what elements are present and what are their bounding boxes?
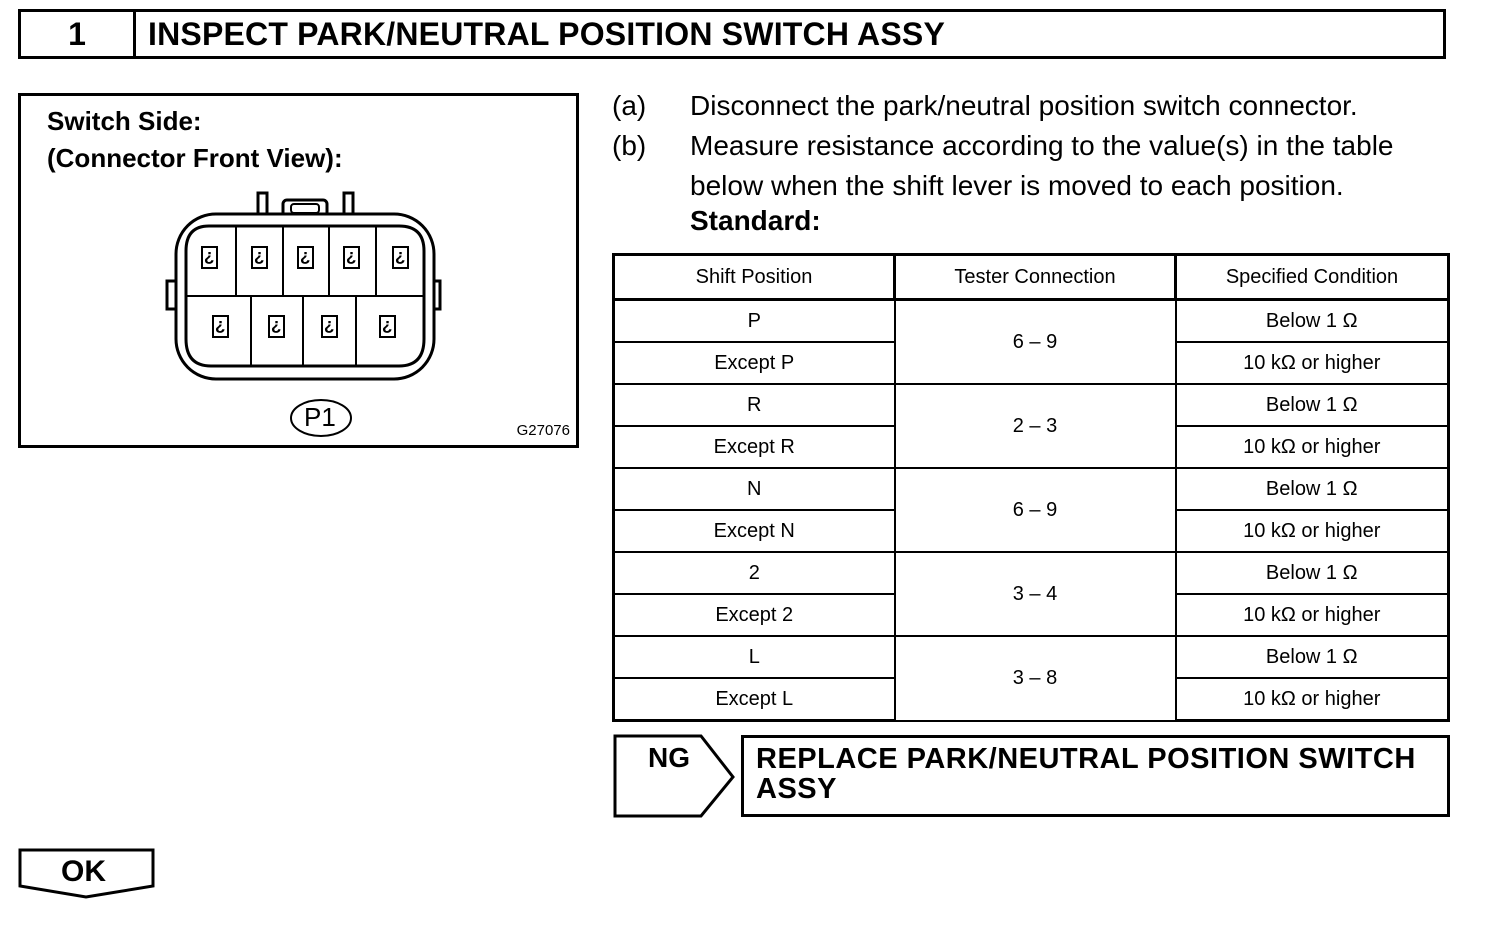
specified-condition: Below 1 Ω: [1174, 298, 1450, 343]
tester-connection: 3 – 4: [893, 551, 1177, 637]
pin-glyph: ¿: [300, 246, 311, 265]
instruction-label: (b): [612, 130, 647, 161]
pin-glyph: ¿: [254, 246, 265, 265]
table-row: Except P 10 kΩ or higher: [612, 341, 1450, 385]
illustration-label-front-view: (Connector Front View):: [47, 143, 343, 173]
pin-glyph: ¿: [204, 246, 215, 265]
table-row: P 6 – 9 Below 1 Ω: [612, 298, 1450, 385]
tester-connection: 6 – 9: [893, 298, 1177, 385]
table-header-row: Shift Position Tester Connection Specifi…: [612, 253, 1450, 301]
shift-position: Except P: [612, 341, 896, 385]
shift-position: Except 2: [612, 593, 896, 637]
illustration-label-switch-side: Switch Side:: [47, 106, 202, 136]
pin-glyph: ¿: [324, 315, 335, 334]
shift-position: R: [612, 383, 896, 427]
ok-arrow-icon: [18, 848, 155, 899]
table-row: Except 2 10 kΩ or higher: [612, 593, 1450, 637]
shift-position: N: [612, 467, 896, 511]
standard-label: Standard:: [690, 205, 821, 236]
shift-position: P: [612, 298, 896, 343]
tester-connection: 6 – 9: [893, 467, 1177, 553]
instruction-text: below when the shift lever is moved to e…: [690, 170, 1344, 201]
step-number: 1: [21, 12, 136, 56]
header-shift-position: Shift Position: [612, 253, 896, 301]
shift-position: Except R: [612, 425, 896, 469]
shift-position: L: [612, 635, 896, 679]
header-specified-condition: Specified Condition: [1174, 253, 1450, 301]
ng-action-box: REPLACE PARK/NEUTRAL POSITION SWITCH ASS…: [741, 735, 1450, 817]
spec-table: Shift Position Tester Connection Specifi…: [612, 253, 1450, 722]
specified-condition: Below 1 Ω: [1174, 551, 1450, 595]
figure-code: G27076: [516, 422, 570, 439]
connector-drawing: [165, 191, 442, 437]
table-row: N 6 – 9 Below 1 Ω: [612, 467, 1450, 553]
tester-connection: 3 – 8: [893, 635, 1177, 722]
table-row: Except L 10 kΩ or higher: [612, 677, 1450, 722]
shift-position: Except N: [612, 509, 896, 553]
instruction-label: (a): [612, 90, 647, 121]
step-title: INSPECT PARK/NEUTRAL POSITION SWITCH ASS…: [148, 15, 945, 52]
ng-action-line: ASSY: [756, 773, 837, 805]
table-row: 2 3 – 4 Below 1 Ω: [612, 551, 1450, 637]
ng-label: NG: [648, 742, 690, 773]
header-tester-connection: Tester Connection: [893, 253, 1177, 301]
table-row: L 3 – 8 Below 1 Ω: [612, 635, 1450, 722]
connector-illustration: Switch Side: (Connector Front View):: [18, 93, 579, 448]
table-row: R 2 – 3 Below 1 Ω: [612, 383, 1450, 469]
ok-label: OK: [61, 855, 106, 888]
specified-condition: 10 kΩ or higher: [1174, 509, 1450, 553]
pin-glyph: ¿: [395, 246, 406, 265]
instruction-text: Disconnect the park/neutral position swi…: [690, 90, 1358, 121]
instruction-text: Measure resistance according to the valu…: [690, 130, 1394, 161]
ng-action-line: REPLACE PARK/NEUTRAL POSITION SWITCH: [756, 743, 1416, 775]
connector-id: P1: [304, 402, 336, 432]
specified-condition: Below 1 Ω: [1174, 383, 1450, 427]
pin-glyph: ¿: [382, 315, 393, 334]
ng-arrow-icon: [613, 734, 735, 818]
specified-condition: Below 1 Ω: [1174, 467, 1450, 511]
specified-condition: 10 kΩ or higher: [1174, 593, 1450, 637]
shift-position: 2: [612, 551, 896, 595]
table-row: Except R 10 kΩ or higher: [612, 425, 1450, 469]
step-header: 1 INSPECT PARK/NEUTRAL POSITION SWITCH A…: [18, 9, 1446, 59]
table-row: Except N 10 kΩ or higher: [612, 509, 1450, 553]
shift-position: Except L: [612, 677, 896, 722]
pin-glyph: ¿: [215, 315, 226, 334]
pin-glyph: ¿: [346, 246, 357, 265]
specified-condition: 10 kΩ or higher: [1174, 677, 1450, 722]
pin-glyph: ¿: [271, 315, 282, 334]
tester-connection: 2 – 3: [893, 383, 1177, 469]
specified-condition: 10 kΩ or higher: [1174, 425, 1450, 469]
specified-condition: Below 1 Ω: [1174, 635, 1450, 679]
specified-condition: 10 kΩ or higher: [1174, 341, 1450, 385]
